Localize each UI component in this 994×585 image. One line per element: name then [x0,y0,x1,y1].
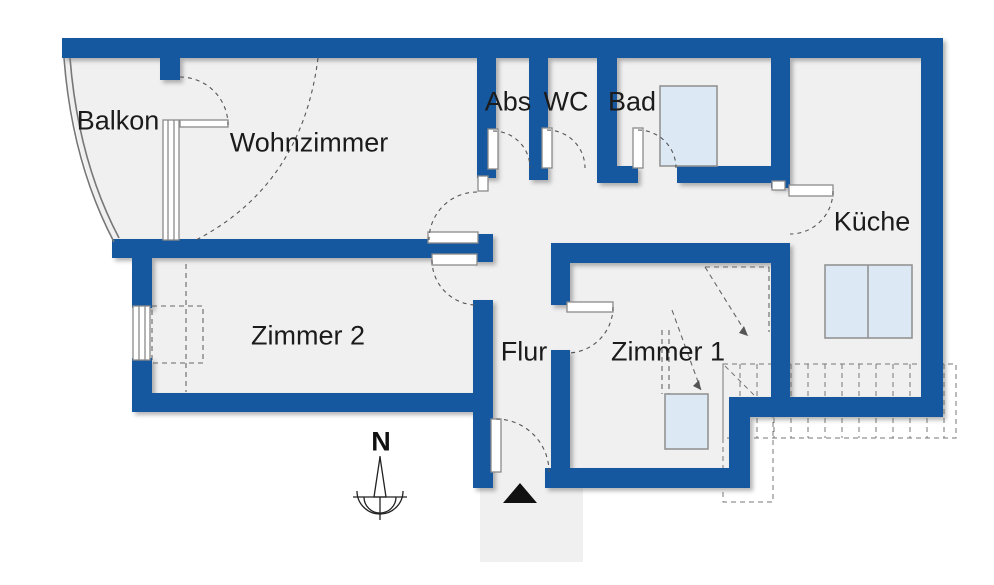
wall-kueche-south [748,397,943,417]
wall-wc-bad [597,58,617,170]
dashed-arrowheads [693,326,748,390]
wall-zimmer2-bottom [132,393,493,412]
room-label-wc: WC [543,86,589,117]
door-arcs [179,57,834,473]
entrance-arrow-icon [503,483,537,503]
door-leaf-entry [490,418,502,473]
balcony-railing [63,57,120,243]
sill-abs [477,175,489,192]
floor-area [64,44,940,562]
room-label-zimmer2: Zimmer 2 [251,320,365,351]
wall-wc-bad-foot [597,166,638,183]
roof-window [664,393,709,450]
north-compass-icon [353,456,407,520]
room-label-zimmer1: Zimmer 1 [611,336,725,367]
sill-kueche [771,180,786,191]
fixtures [659,85,913,450]
room-label-flur: Flur [500,336,548,367]
dashed-annotations [151,264,770,394]
wall-kueche-west [771,58,790,188]
wall-bad-south [677,166,771,183]
room-label-kueche: Küche [833,206,911,237]
arc-balcony [179,76,229,126]
zimmer1-dashed-slope [704,266,770,337]
balcony-window [162,119,180,241]
door-leaf-kueche [788,184,834,197]
door-leaf-wohnzimmer [427,231,479,244]
door-leaf-zimmer2 [431,253,478,266]
wall-zimmer2-left-upper [132,258,152,308]
bathtub [659,85,718,167]
wall-step [729,397,750,475]
arc-zimmer2 [431,259,478,306]
arc-zimmer1 [566,306,614,354]
arc-abs [492,130,531,169]
arc-entry [495,418,550,473]
windows [132,119,786,361]
door-leaf-abs [487,128,499,170]
arc-wohnzimmer [428,191,478,241]
door-leaf-wc [541,127,553,169]
compass-north-label: N [371,426,391,457]
room-label-abs: Abs [484,86,532,117]
arc-kueche [789,190,834,235]
zimmer1-dashed-band [661,309,702,394]
wall-right [921,44,943,417]
walls [62,38,943,488]
wall-balcony-stub [160,58,180,80]
wall-zimmer1-bottom [545,468,750,488]
room-label-balkon: Balkon [76,105,160,136]
wall-top [62,38,943,58]
zimmer2-window-panes [138,306,146,360]
wall-zimmer2-top [112,239,477,258]
wall-zimmer1-top [551,243,790,263]
room-label-wohnzimmer: Wohnzimmer [229,127,389,158]
balcony-window-panes [167,120,175,240]
room-label-bad: Bad [607,86,657,117]
wall-zimmer1-left-b [551,350,570,468]
wall-zimmer1-east [771,263,790,397]
door-leaf-balcony [179,119,229,128]
zimmer2-window [132,305,151,361]
door-leaves [179,119,834,473]
wall-zimmer1-left-a [551,263,570,305]
door-leaf-bad [632,127,644,169]
door-leaf-zimmer1 [566,301,614,313]
